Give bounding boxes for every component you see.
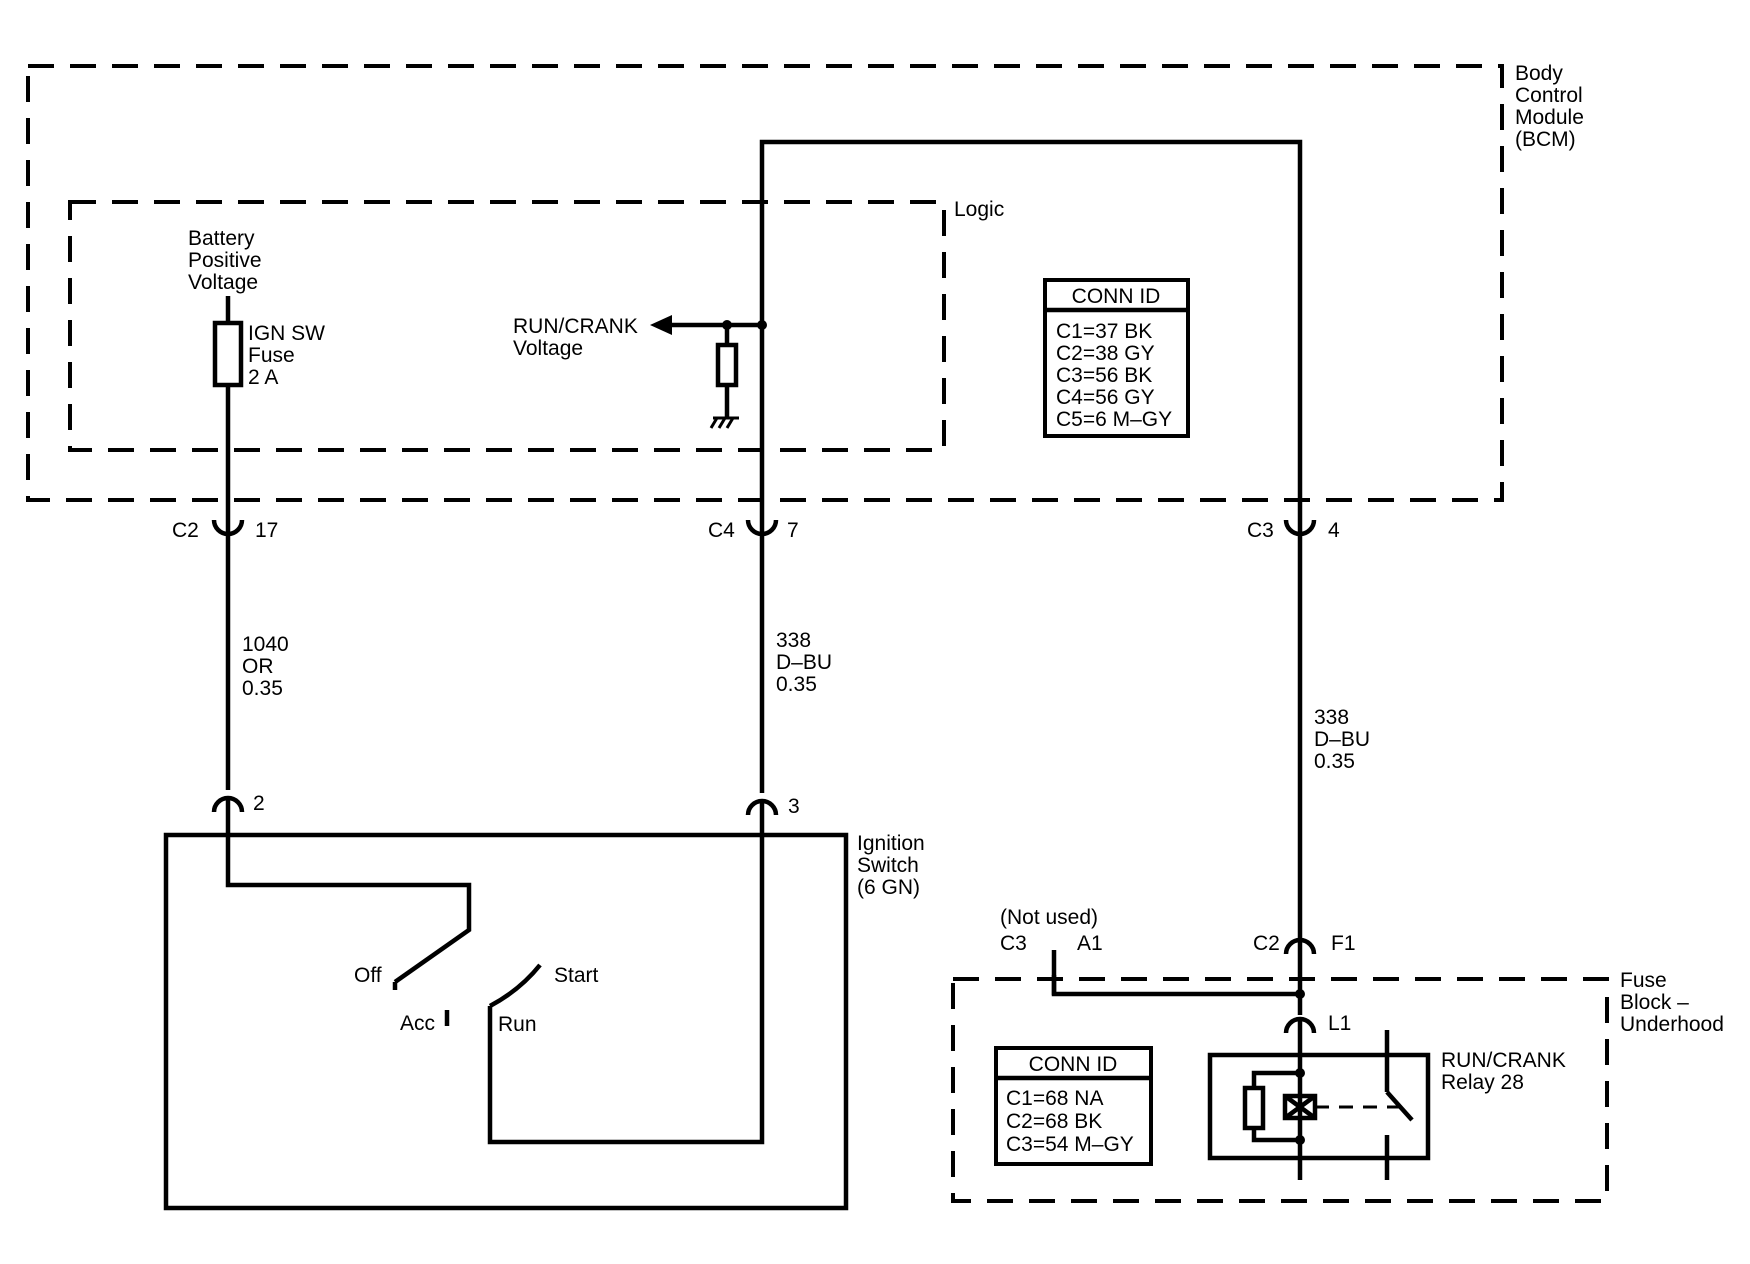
svg-text:CONN ID: CONN ID xyxy=(1072,285,1161,308)
svg-text:Fuse: Fuse xyxy=(248,344,295,367)
run-crank-relay-label: RUN/CRANK Relay 28 xyxy=(1441,1049,1566,1094)
svg-text:(6 GN): (6 GN) xyxy=(857,876,920,899)
bcm-label: Body Control Module (BCM) xyxy=(1515,62,1584,151)
fuse-block-conn-id-table: CONN ID C1=68 NA C2=68 BK C3=54 M–GY xyxy=(994,1046,1153,1166)
svg-text:Underhood: Underhood xyxy=(1620,1013,1724,1036)
ignition-switch-label: Ignition Switch (6 GN) xyxy=(857,832,925,899)
svg-text:OR: OR xyxy=(242,655,274,678)
run-crank-voltage-label: RUN/CRANK Voltage xyxy=(513,315,638,360)
run-crank-relay-box xyxy=(1207,1052,1431,1161)
arrow-left-icon xyxy=(650,315,672,335)
fuse-block-label: Fuse Block – Underhood xyxy=(1620,969,1724,1036)
wire-label-1040: 1040 OR 0.35 xyxy=(242,633,289,700)
svg-text:F1: F1 xyxy=(1331,932,1356,955)
fuse-block-boundary xyxy=(951,977,1609,1203)
battery-label: Battery Positive Voltage xyxy=(188,227,262,294)
svg-text:C4=56 GY: C4=56 GY xyxy=(1056,386,1155,409)
svg-text:C1=68 NA: C1=68 NA xyxy=(1006,1087,1103,1110)
svg-text:Switch: Switch xyxy=(857,854,919,877)
svg-text:C3: C3 xyxy=(1000,932,1027,955)
svg-text:1040: 1040 xyxy=(242,633,289,656)
svg-text:D–BU: D–BU xyxy=(1314,728,1370,751)
svg-text:Module: Module xyxy=(1515,106,1584,129)
wire-label-338-a: 338 D–BU 0.35 xyxy=(776,629,832,696)
ignition-pin-2: 2 xyxy=(211,792,265,835)
connector-c2-f1 xyxy=(1283,937,1317,1015)
connector-c2-17: C2 17 xyxy=(172,505,278,790)
ignition-switch-box xyxy=(163,832,849,1211)
svg-text:17: 17 xyxy=(255,519,278,542)
svg-text:Body: Body xyxy=(1515,62,1563,85)
svg-text:Off: Off xyxy=(354,964,382,987)
logic-boundary xyxy=(68,200,946,452)
svg-text:C2: C2 xyxy=(172,519,199,542)
svg-text:Start: Start xyxy=(554,964,599,987)
svg-text:0.35: 0.35 xyxy=(1314,750,1355,773)
svg-text:2 A: 2 A xyxy=(248,366,278,389)
bcm-boundary xyxy=(26,64,1504,502)
svg-text:CONN ID: CONN ID xyxy=(1029,1053,1118,1076)
svg-text:RUN/CRANK: RUN/CRANK xyxy=(1441,1049,1566,1072)
svg-text:Block –: Block – xyxy=(1620,991,1689,1014)
svg-text:Positive: Positive xyxy=(188,249,262,272)
connector-c4-7: C4 7 xyxy=(708,505,799,793)
svg-text:Control: Control xyxy=(1515,84,1583,107)
svg-text:L1: L1 xyxy=(1328,1012,1351,1035)
svg-text:Acc: Acc xyxy=(400,1012,435,1035)
svg-text:0.35: 0.35 xyxy=(242,677,283,700)
svg-text:3: 3 xyxy=(788,795,800,818)
svg-text:Voltage: Voltage xyxy=(188,271,258,294)
svg-text:C3=54 M–GY: C3=54 M–GY xyxy=(1006,1133,1134,1156)
svg-text:C1=37 BK: C1=37 BK xyxy=(1056,320,1152,343)
svg-text:C4: C4 xyxy=(708,519,735,542)
svg-text:Battery: Battery xyxy=(188,227,255,250)
svg-text:Fuse: Fuse xyxy=(1620,969,1667,992)
svg-text:(BCM): (BCM) xyxy=(1515,128,1576,151)
svg-text:2: 2 xyxy=(253,792,265,815)
svg-text:C2=68 BK: C2=68 BK xyxy=(1006,1110,1102,1133)
svg-text:338: 338 xyxy=(1314,706,1349,729)
ground-icon xyxy=(709,416,739,429)
svg-text:4: 4 xyxy=(1328,519,1340,542)
relay-switch-contact xyxy=(1384,1030,1414,1180)
svg-text:Run: Run xyxy=(498,1013,537,1036)
bcm-conn-id-table: CONN ID C1=37 BK C2=38 GY C3=56 BK C4=56… xyxy=(1043,278,1190,438)
connector-l1 xyxy=(1283,1016,1317,1055)
svg-text:Voltage: Voltage xyxy=(513,337,583,360)
ign-sw-fuse-label: IGN SW Fuse 2 A xyxy=(248,322,325,389)
ign-sw-fuse-symbol xyxy=(212,320,244,388)
svg-text:C2=38 GY: C2=38 GY xyxy=(1056,342,1155,365)
svg-text:D–BU: D–BU xyxy=(776,651,832,674)
svg-text:0.35: 0.35 xyxy=(776,673,817,696)
svg-text:C2: C2 xyxy=(1253,932,1280,955)
svg-text:338: 338 xyxy=(776,629,811,652)
svg-text:A1: A1 xyxy=(1077,932,1103,955)
svg-text:Relay 28: Relay 28 xyxy=(1441,1071,1524,1094)
svg-text:C3=56 BK: C3=56 BK xyxy=(1056,364,1152,387)
svg-text:C3: C3 xyxy=(1247,519,1274,542)
svg-text:C5=6 M–GY: C5=6 M–GY xyxy=(1056,408,1172,431)
svg-text:IGN SW: IGN SW xyxy=(248,322,325,345)
svg-text:Ignition: Ignition xyxy=(857,832,925,855)
wire-label-338-b: 338 D–BU 0.35 xyxy=(1314,706,1370,773)
ignition-pin-3: 3 xyxy=(745,795,800,835)
logic-label: Logic xyxy=(954,198,1004,221)
pulldown-resistor-symbol xyxy=(715,342,739,388)
relay-resistor-symbol xyxy=(1242,1085,1266,1131)
not-used-label: (Not used) xyxy=(1000,906,1098,929)
connector-c3-4: C3 4 xyxy=(1247,505,1340,940)
switch-positions: Off Acc Run Start xyxy=(354,964,599,1036)
svg-text:7: 7 xyxy=(787,519,799,542)
svg-text:RUN/CRANK: RUN/CRANK xyxy=(513,315,638,338)
